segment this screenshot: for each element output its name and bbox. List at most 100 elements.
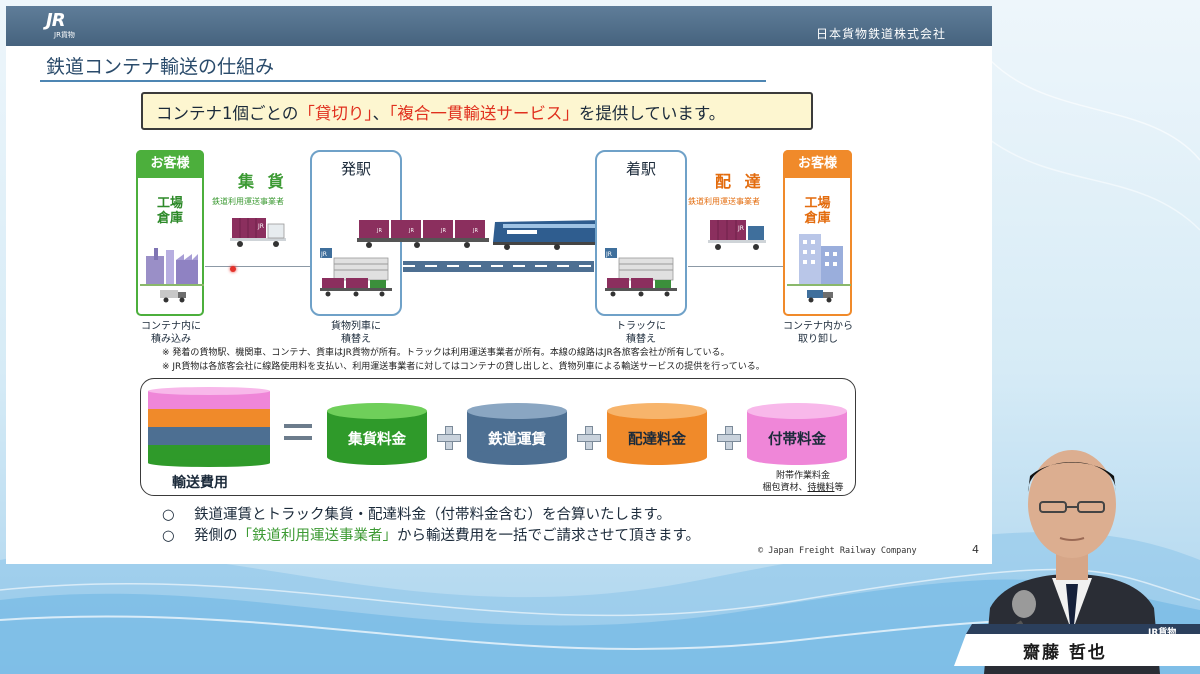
plus-sign-3 <box>717 426 741 450</box>
title-underline <box>40 80 766 82</box>
svg-text:JR: JR <box>257 223 264 230</box>
arrival-station-label: 着駅 <box>625 160 656 178</box>
svg-text:JR: JR <box>408 228 414 234</box>
departure-station-label: 発駅 <box>340 160 371 178</box>
cost-item-delivery: 配達料金 <box>607 403 707 465</box>
ownership-notes: ※ 発着の貨物駅、機関車、コンテナ、貨車はJR貨物が所有。トラックは利用運送事業… <box>162 346 765 374</box>
arrival-station-box: 着駅 JR <box>595 150 687 316</box>
copyright: © Japan Freight Railway Company <box>758 546 917 556</box>
delivery-title: 配 達 <box>715 172 765 191</box>
facility-warehouse-right: 倉庫 <box>804 211 831 226</box>
cost-item-extra-label: 付帯料金 <box>768 432 826 448</box>
extra-fee-waiting: 待機料 <box>807 483 835 493</box>
bullet-combined-fee: ○ 鉄道運賃とトラック集貨・配達料金（付帯料金含む）を合算いたします。 <box>162 505 700 526</box>
cost-item-delivery-shape <box>607 403 707 465</box>
departure-caption: 貨物列車に 積替え <box>318 320 394 346</box>
delivery-truck-icon: JR <box>708 220 766 250</box>
pickup-title: 集 貨 <box>238 172 288 191</box>
freight-train-icon: JR JR JR JR <box>357 220 615 250</box>
bullet-billing: ○ 発側の「鉄道利用運送事業者」から輸送費用を一括でご請求させて頂きます。 <box>162 526 700 547</box>
extra-fee-packing: 梱包資材、 <box>762 483 808 493</box>
speaker-organization: JR貨物 <box>1148 628 1177 638</box>
road-line-left <box>205 266 310 267</box>
facility-factory-left: 工場 <box>156 196 183 211</box>
banner-prefix: コンテナ1個ごとの <box>156 104 299 123</box>
banner-separator: 、 <box>372 104 390 123</box>
svg-text:JR: JR <box>440 228 446 234</box>
jr-logo-sub: JR貨物 <box>54 31 75 39</box>
departure-yard-icon: JR <box>320 248 392 297</box>
facility-text-right: 工場 倉庫 <box>785 196 850 226</box>
cost-item-rail-shape <box>467 403 567 465</box>
bullet-billing-pre: 発側の <box>194 528 238 544</box>
bullet-mark: ○ <box>162 528 175 544</box>
note-ownership: ※ 発着の貨物駅、機関車、コンテナ、貨車はJR貨物が所有。トラックは利用運送事業… <box>162 348 730 358</box>
customer-left-caption-line2: 積み込み <box>151 334 191 345</box>
customer-left-caption: コンテナ内に 積み込み <box>130 320 212 346</box>
pickup-operator: 鉄道利用運送事業者 <box>212 197 284 206</box>
cost-item-rail: 鉄道運賃 <box>467 403 567 465</box>
slide-title: 鉄道コンテナ輸送の仕組み <box>46 56 275 78</box>
bullet-combined-fee-text: 鉄道運賃とトラック集貨・配達料金（付帯料金含む）を合算いたします。 <box>194 507 672 523</box>
speaker-name: 齋藤 哲也 <box>1023 643 1107 663</box>
warehouse-building-icon <box>787 234 851 303</box>
arrival-caption: トラックに 積替え <box>603 320 679 346</box>
customer-right-caption: コンテナ内から 取り卸し <box>774 320 862 346</box>
svg-text:JR: JR <box>320 251 327 258</box>
svg-text:JR: JR <box>472 228 478 234</box>
cost-item-pickup: 集貨料金 <box>327 403 427 465</box>
bullet-mark: ○ <box>162 507 175 523</box>
customer-label-right: お客様 <box>783 150 852 178</box>
total-cost-label: 輸送費用 <box>172 475 228 491</box>
arrival-yard-icon: JR <box>605 248 677 297</box>
arrival-caption-line1: トラックに <box>616 321 666 332</box>
cost-item-pickup-shape <box>327 403 427 465</box>
rail-track-dashes <box>403 265 594 267</box>
company-name: 日本貨物鉄道株式会社 <box>815 27 946 41</box>
jr-logo: JR JR貨物 <box>46 11 106 41</box>
customer-right-caption-line1: コンテナ内から <box>783 321 853 332</box>
extra-fee-note: 附帯作業料金 梱包資材、待機料等 <box>748 470 858 494</box>
page-number: 4 <box>972 543 979 556</box>
bullet-billing-post: から輸送費用を一括でご請求させて頂きます。 <box>397 528 701 544</box>
svg-text:JR: JR <box>605 251 612 258</box>
cost-item-extra: 付帯料金 <box>747 403 847 465</box>
cost-item-delivery-label: 配達料金 <box>628 432 686 448</box>
cost-item-rail-label: 鉄道運賃 <box>488 432 546 448</box>
customer-box-right: お客様 工場 倉庫 <box>783 150 852 316</box>
cost-item-pickup-label: 集貨料金 <box>348 432 406 448</box>
pickup-truck-icon: JR <box>230 218 286 247</box>
cost-item-extra-shape <box>747 403 847 465</box>
customer-label-left: お客様 <box>136 150 204 178</box>
banner-highlight-charter: 「貸切り」 <box>298 104 373 123</box>
banner-suffix: を提供しています。 <box>578 104 726 123</box>
extra-fee-etc: 等 <box>834 483 844 493</box>
road-line-right <box>688 266 783 267</box>
summary-bullets: ○ 鉄道運賃とトラック集貨・配達料金（付帯料金含む）を合算いたします。 ○ 発側の「… <box>162 505 700 547</box>
customer-box-left: お客様 工場 倉庫 <box>136 150 204 316</box>
summary-banner: コンテナ1個ごとの「貸切り」、「複合一貫輸送サービス」を提供しています。 <box>141 92 813 130</box>
facility-warehouse-left: 倉庫 <box>156 211 183 226</box>
delivery-operator: 鉄道利用運送事業者 <box>688 197 760 206</box>
svg-text:JR: JR <box>376 228 382 234</box>
note-track-usage: ※ JR貨物は各旅客会社に線路使用料を支払い、利用運送事業者に対してはコンテナの… <box>162 362 765 372</box>
bullet-billing-highlight: 「鉄道利用運送事業者」 <box>237 528 398 544</box>
slide-header <box>6 6 992 46</box>
extra-fee-note-line2: 梱包資材、待機料等 <box>748 482 858 494</box>
banner-highlight-intermodal: 「複合一貫輸送サービス」 <box>389 104 579 123</box>
customer-left-caption-line1: コンテナ内に <box>141 321 201 332</box>
total-cost-stack-icon <box>148 387 270 467</box>
facility-factory-right: 工場 <box>804 196 831 211</box>
extra-fee-note-line1: 附帯作業料金 <box>775 471 830 481</box>
arrival-caption-line2: 積替え <box>626 334 656 345</box>
departure-caption-line1: 貨物列車に <box>331 321 381 332</box>
jr-logo-mark: JR <box>46 10 66 31</box>
departure-caption-line2: 積替え <box>341 334 371 345</box>
laser-pointer-dot <box>230 266 236 272</box>
customer-right-caption-line2: 取り卸し <box>798 334 838 345</box>
svg-text:JR: JR <box>737 225 744 232</box>
plus-sign-2 <box>577 426 601 450</box>
factory-icon <box>140 248 204 303</box>
facility-text-left: 工場 倉庫 <box>138 196 202 226</box>
